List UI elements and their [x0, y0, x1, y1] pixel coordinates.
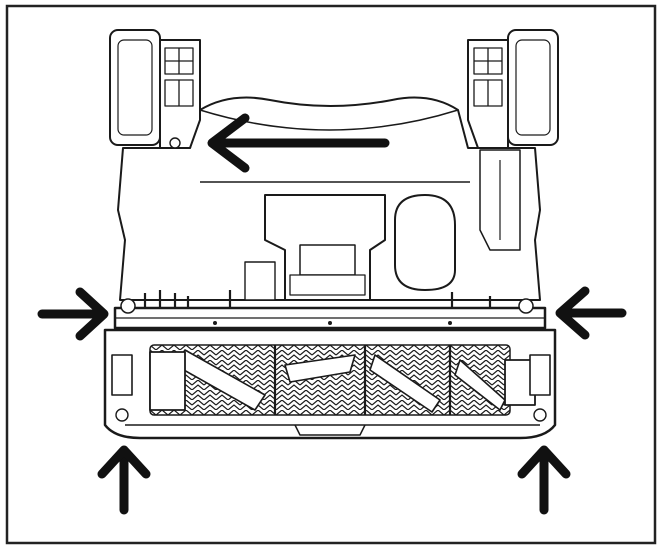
brush-left-endcap: [149, 351, 186, 411]
suction-port: [394, 194, 456, 291]
bar-dots: [213, 321, 452, 325]
arrow-left-icon: [555, 286, 627, 340]
arrow-up-icon: [97, 445, 151, 515]
body-inner-curve: [199, 109, 459, 131]
brush-roll-spirals: [174, 349, 506, 413]
bar-left-screw-icon: [120, 298, 136, 314]
connector-latch: [289, 274, 366, 296]
arrow-left-icon: [207, 113, 390, 173]
brush-front-tab: [294, 424, 366, 436]
left-bracket-grid: [164, 47, 194, 107]
left-latch: [111, 354, 133, 396]
right-wheel-hub: [515, 39, 551, 136]
bar-right-screw-icon: [518, 298, 534, 314]
right-bracket-grid: [473, 47, 503, 107]
left-bracket: [159, 39, 201, 149]
right-latch: [529, 354, 551, 396]
arrow-up-icon: [517, 445, 571, 515]
brush-roll-segments: [273, 345, 452, 415]
arrow-right-icon: [37, 287, 109, 341]
vacuum-head-drawing: [103, 29, 559, 440]
housing-right-screw-icon: [533, 408, 547, 422]
left-screw-icon: [169, 137, 181, 149]
left-cable-guide: [244, 261, 276, 301]
left-wheel-hub: [117, 39, 153, 136]
connector-slot: [299, 244, 356, 276]
housing-left-screw-icon: [115, 408, 129, 422]
